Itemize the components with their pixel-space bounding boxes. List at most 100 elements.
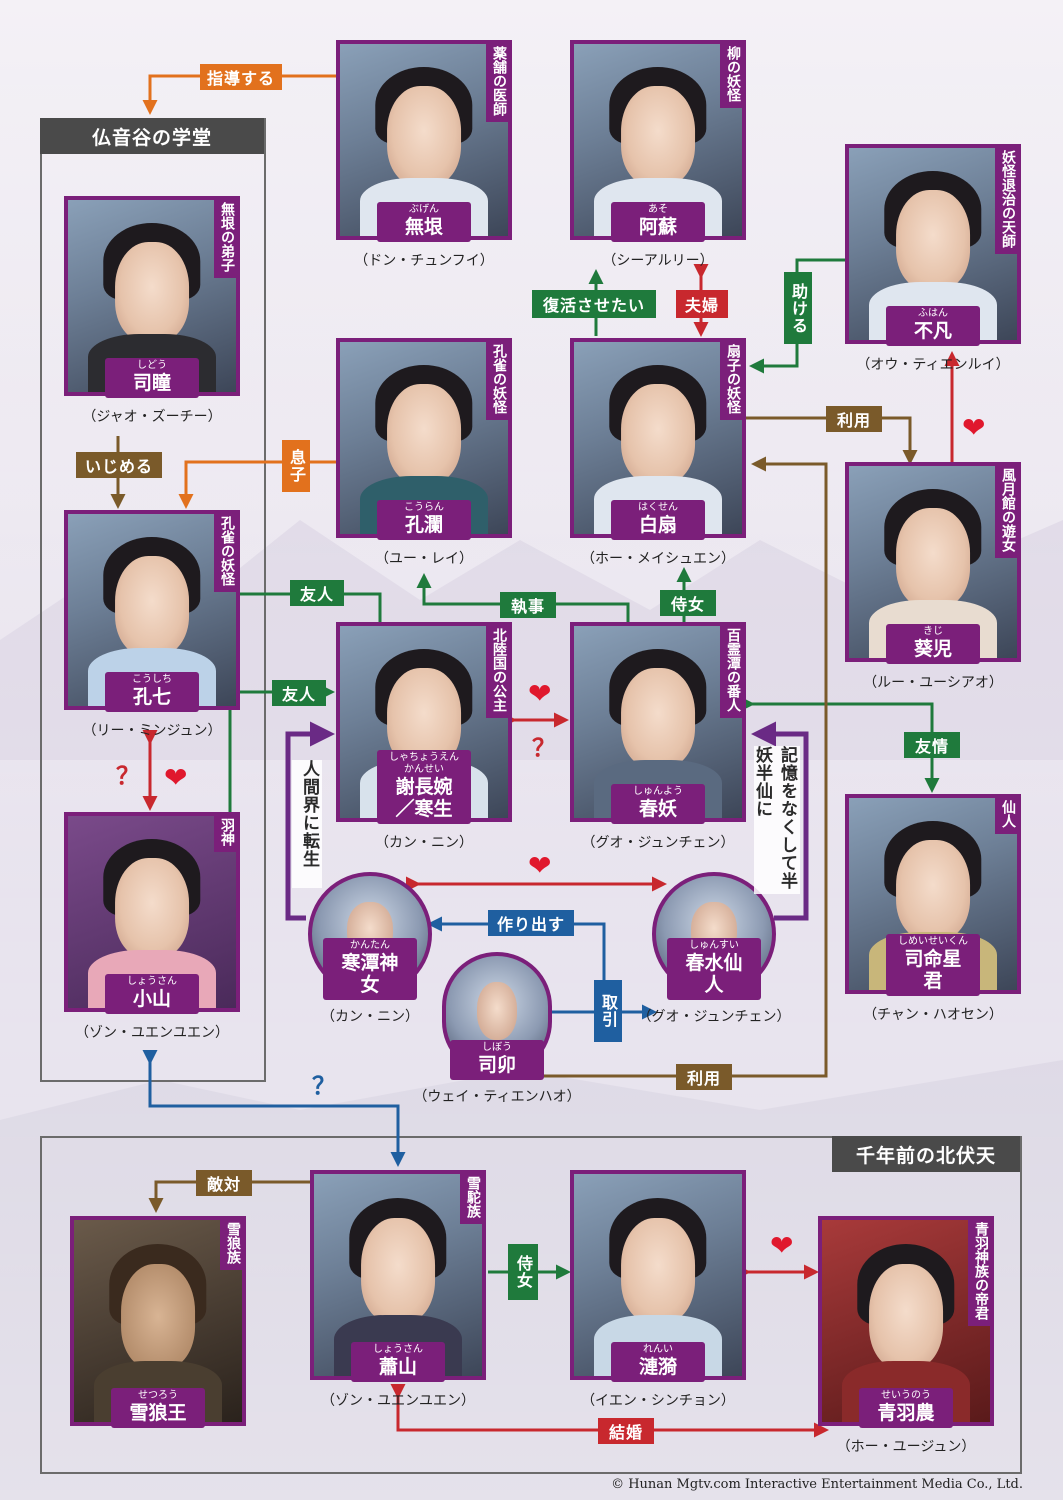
name-plate: かんたん寒潭神女 <box>323 938 417 1000</box>
copyright-text: © Hunan Mgtv.com Interactive Entertainme… <box>611 1477 1023 1492</box>
card-aso[interactable]: 柳の妖怪 あそ阿蘇 （シーアルリー） <box>570 40 746 269</box>
heart-icon: ❤ <box>164 761 188 794</box>
portrait-photo <box>70 1216 246 1426</box>
name-plate: こうらん孔瀾 <box>377 500 471 540</box>
actor-name: （リー・ミンジュン） <box>82 723 222 739</box>
name-plate: こうしち孔七 <box>105 672 199 712</box>
card-fuhan[interactable]: 妖怪退治の天師 ふはん不凡 （オウ・ティエンルイ） <box>845 144 1021 373</box>
actor-name: （ユー・レイ） <box>375 551 473 567</box>
heart-icon: ❤ <box>962 411 986 444</box>
card-koshichi[interactable]: 孔雀の妖怪 こうしち孔七 （リー・ミンジュン） <box>64 510 240 739</box>
card-shozan2[interactable]: 雪駝族 しょうさん蕭山 （ゾン・ユエンユエン） <box>310 1170 486 1409</box>
rel-riyou2: 利用 <box>676 1064 732 1090</box>
rel-jijo1: 侍女 <box>660 590 716 616</box>
rel-yujin2: 友人 <box>272 680 326 706</box>
actor-name: （シーアルリー） <box>602 253 714 269</box>
rel-musuko: 息子 <box>282 440 310 492</box>
rel-fukkatsu: 復活させたい <box>532 290 656 318</box>
actor-name: （ウェイ・ティエンハオ） <box>413 1089 581 1105</box>
card-kantan[interactable]: かんたん寒潭神女 （カン・ニン） <box>308 872 432 1025</box>
card-kiji[interactable]: 風月館の遊女 きじ葵児 （ルー・ユーシアオ） <box>845 462 1021 691</box>
name-plate: しゃちょうえん かんせい謝長婉／寒生 <box>377 750 471 824</box>
card-seiuno[interactable]: 青羽神族の帝君 せいうのう青羽農 （ホー・ユージュン） <box>818 1216 994 1455</box>
actor-name: （カン・ニン） <box>375 835 473 851</box>
actor-name: （グオ・ジュンチェン） <box>637 1009 791 1025</box>
role-label: 柳の妖怪 <box>720 40 746 108</box>
heart-icon: ❤ <box>528 849 552 882</box>
question-mark-icon: ？ <box>312 1072 336 1100</box>
role-label: 北陸国の公主 <box>486 622 512 718</box>
school-group-title: 仏音谷の学堂 <box>40 118 264 154</box>
role-label: 孔雀の妖怪 <box>214 510 240 592</box>
rel-jijo2: 侍女 <box>508 1244 538 1300</box>
rel-shitsuji: 執事 <box>500 592 556 618</box>
rel-shido-label: 指導する <box>200 64 282 90</box>
portrait-photo <box>570 1170 746 1380</box>
role-label: 青羽神族の帝君 <box>968 1216 994 1326</box>
rel-kekkon: 結婚 <box>598 1418 654 1444</box>
rel-yujo: 友情 <box>904 732 960 758</box>
role-label: 雪狼族 <box>220 1216 246 1270</box>
card-buken[interactable]: 薬舗の医師 ぶげん無垠 （ドン・チュンフイ） <box>336 40 512 269</box>
role-label: 薬舗の医師 <box>486 40 512 122</box>
card-shozan[interactable]: 羽神 しょうさん小山 （ゾン・ユエンユエン） <box>64 812 240 1041</box>
card-renrei[interactable]: れんい漣漪 （イエン・シンチョン） <box>570 1170 746 1409</box>
actor-name: （イエン・シンチョン） <box>581 1393 735 1409</box>
actor-name: （ドン・チュンフイ） <box>354 253 494 269</box>
card-shibo[interactable]: しぼう司卯 （ウェイ・ティエンハオ） <box>413 952 581 1105</box>
heart-icon: ❤ <box>770 1229 794 1262</box>
card-hakusen[interactable]: 扇子の妖怪 はくせん白扇 （ホー・メイシュエン） <box>570 338 746 567</box>
heart-icon: ❤ <box>528 677 552 710</box>
name-plate: しゅんすい春水仙人 <box>667 938 761 1000</box>
role-label: 妖怪退治の天師 <box>995 144 1021 254</box>
rel-tekitai: 敵対 <box>196 1170 252 1196</box>
actor-name: （ルー・ユーシアオ） <box>863 675 1003 691</box>
rel-ningenkai: 人間界に転生 <box>292 760 322 888</box>
name-plate: しどう司瞳 <box>105 358 199 398</box>
rel-torihiki: 取引 <box>594 980 622 1042</box>
actor-name: （カン・ニン） <box>321 1009 419 1025</box>
name-plate: はくせん白扇 <box>611 500 705 540</box>
name-plate: しぼう司卯 <box>450 1040 544 1080</box>
role-label: 仙人 <box>995 794 1021 834</box>
actor-name: （ホー・メイシュエン） <box>581 551 735 567</box>
card-shunyo[interactable]: 百霊潭の番人 しゅんよう春妖 （グオ・ジュンチェン） <box>570 622 746 851</box>
role-label: 無垠の弟子 <box>214 196 240 278</box>
name-plate: きじ葵児 <box>886 624 980 664</box>
name-plate: あそ阿蘇 <box>611 202 705 242</box>
question-mark-icon: ？ <box>532 734 556 762</box>
name-plate: ぶげん無垠 <box>377 202 471 242</box>
actor-name: （ジャオ・ズーチー） <box>82 409 222 425</box>
name-plate: しょうさん小山 <box>105 974 199 1014</box>
portrait-photo <box>64 196 240 396</box>
role-label: 風月館の遊女 <box>995 462 1021 558</box>
actor-name: （ゾン・ユエンユエン） <box>75 1025 229 1041</box>
rel-ijimeru: いじめる <box>76 452 162 478</box>
rel-tasukeru: 助ける <box>784 272 812 344</box>
name-plate: しゅんよう春妖 <box>611 784 705 824</box>
rel-riyou1: 利用 <box>826 406 882 432</box>
question-mark-icon: ？ <box>116 762 140 790</box>
actor-name: （ゾン・ユエンユエン） <box>321 1393 475 1409</box>
card-shachoen[interactable]: 北陸国の公主 しゃちょうえん かんせい謝長婉／寒生 （カン・ニン） <box>336 622 512 851</box>
portrait-photo <box>64 812 240 1012</box>
card-setsuro[interactable]: 雪狼族 せつろう雪狼王 <box>70 1216 246 1428</box>
role-label: 羽神 <box>214 812 240 852</box>
name-plate: しめいせいくん司命星君 <box>886 934 980 996</box>
role-label: 孔雀の妖怪 <box>486 338 512 420</box>
card-shido[interactable]: 無垠の弟子 しどう司瞳 （ジャオ・ズーチー） <box>64 196 240 425</box>
past-group-title: 千年前の北伏天 <box>832 1136 1020 1172</box>
actor-name: （グオ・ジュンチェン） <box>581 835 735 851</box>
actor-name: （チャン・ハオセン） <box>863 1007 1003 1023</box>
name-plate: せいうのう青羽農 <box>859 1388 953 1428</box>
card-koran[interactable]: 孔雀の妖怪 こうらん孔瀾 （ユー・レイ） <box>336 338 512 567</box>
rel-yujin1: 友人 <box>290 580 344 606</box>
rel-kioku: 記憶をなくして半妖半仙に <box>752 746 800 894</box>
rel-tsukuridasu: 作り出す <box>488 910 574 936</box>
role-label: 百霊潭の番人 <box>720 622 746 718</box>
portrait-photo <box>310 1170 486 1380</box>
role-label: 扇子の妖怪 <box>720 338 746 420</box>
card-shimei[interactable]: 仙人 しめいせいくん司命星君 （チャン・ハオセン） <box>845 794 1021 1023</box>
actor-name: （ホー・ユージュン） <box>836 1439 976 1455</box>
name-plate: れんい漣漪 <box>611 1342 705 1382</box>
